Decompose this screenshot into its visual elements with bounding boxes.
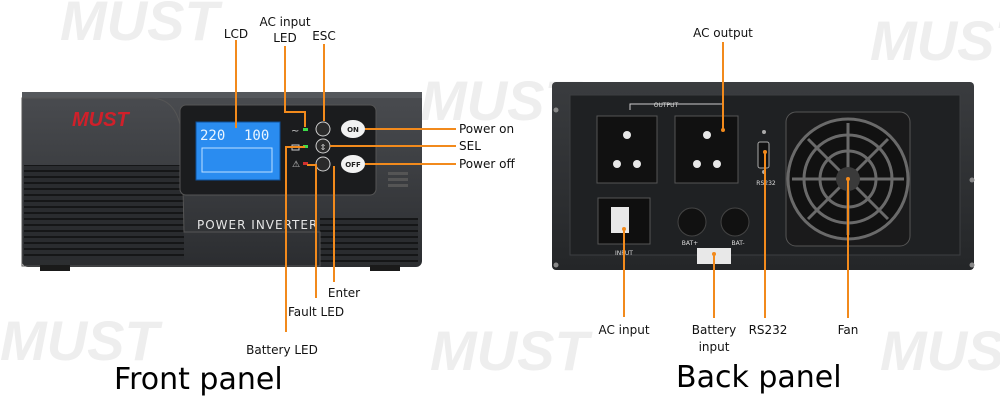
ac-input-socket-inner <box>611 207 629 233</box>
callout-battery-led: Battery LED <box>246 343 318 357</box>
front-callouts: LCD AC input LED ESC Power on SEL Power … <box>224 15 516 357</box>
callout-dot <box>721 128 725 132</box>
battery-led <box>303 145 308 148</box>
callout-dot <box>712 252 716 256</box>
bat-minus-label: BAT- <box>731 240 744 247</box>
screw <box>553 107 559 113</box>
fault-led <box>303 162 308 165</box>
rs232-port <box>757 141 770 169</box>
callout-sel: SEL <box>459 139 481 153</box>
front-foot <box>370 265 400 271</box>
brand-logo: MUST <box>72 109 130 131</box>
lcd-diagram <box>201 147 273 173</box>
front-fascia-line <box>21 97 321 267</box>
outlet-socket-hole <box>703 131 711 139</box>
screw <box>969 262 975 268</box>
outlet-socket-hole <box>623 131 631 139</box>
front-foot <box>40 265 70 271</box>
side-grille-bar <box>388 184 408 187</box>
enter-button[interactable] <box>315 156 331 172</box>
side-grille-bar <box>388 178 408 181</box>
ac-wave-icon: ~ <box>291 126 299 137</box>
callout-ac-input-led-line1: AC input <box>259 15 310 29</box>
screw <box>762 130 766 134</box>
watermark-logo: MUST <box>60 0 223 52</box>
callout-ac-output: AC output <box>693 26 753 40</box>
watermark-group: MUST MUST MUST MUST MUST MUST <box>0 0 1000 382</box>
lcd-value-load: 100 <box>244 128 269 144</box>
side-grille-bar <box>388 172 408 175</box>
callout-dot <box>846 177 850 181</box>
ac-outlet-2 <box>674 115 739 184</box>
front-left-vent <box>24 165 184 260</box>
front-top-edge <box>22 92 422 98</box>
watermark-logo: MUST <box>870 9 1000 72</box>
front-panel-device: MUST 220 100 ~ ⚠ ⇕ ON OFF POWER INVERTER <box>21 92 422 271</box>
power-on-button[interactable] <box>341 120 365 138</box>
callout-line-fault-led <box>307 164 317 298</box>
front-panel-caption: Front panel <box>114 362 283 397</box>
esc-button[interactable] <box>315 121 331 137</box>
callout-ac-input: AC input <box>598 323 649 337</box>
callout-battery-input-line2: input <box>699 340 730 354</box>
warning-icon: ⚠ <box>292 160 300 170</box>
rs232-port-label: RS232 <box>756 180 776 187</box>
screw <box>553 262 559 268</box>
lcd-screen <box>195 121 281 181</box>
callout-fan: Fan <box>838 323 859 337</box>
outlet-socket-hole <box>713 160 721 168</box>
outlet-socket-hole <box>633 160 641 168</box>
callout-power-off: Power off <box>459 157 515 171</box>
ac-input-led <box>303 128 308 131</box>
watermark-logo: MUST <box>430 319 593 382</box>
ac-outlet-1 <box>596 115 658 184</box>
callout-fault-led: Fault LED <box>288 305 344 319</box>
sel-arrows-icon: ⇕ <box>320 143 327 152</box>
callout-ac-input-led-line2: LED <box>273 31 297 45</box>
callout-line-battery-led <box>285 146 305 332</box>
back-panel-caption: Back panel <box>676 360 842 395</box>
callout-power-on: Power on <box>459 122 514 136</box>
power-off-button[interactable] <box>341 155 365 173</box>
outlet-socket-hole <box>613 160 621 168</box>
callout-enter: Enter <box>328 286 360 300</box>
screw <box>969 177 975 183</box>
watermark-logo: MUST <box>880 319 1000 382</box>
power-off-button-label: OFF <box>345 161 361 169</box>
callout-battery-input-line1: Battery <box>692 323 736 337</box>
front-right-vent <box>320 218 418 262</box>
callout-esc: ESC <box>312 29 336 43</box>
back-callouts: AC output AC input Battery input RS232 F… <box>598 26 858 354</box>
power-on-button-label: ON <box>347 126 359 134</box>
battery-terminal-negative <box>720 207 750 237</box>
callout-lcd: LCD <box>224 27 248 41</box>
bat-plus-label: BAT+ <box>682 240 698 247</box>
callout-dot <box>763 150 767 154</box>
callout-line-ac-input-led <box>284 46 306 127</box>
lcd-value-voltage: 220 <box>200 128 225 144</box>
output-label: OUTPUT <box>654 102 679 109</box>
battery-terminal-positive <box>677 207 707 237</box>
callout-rs232: RS232 <box>749 323 788 337</box>
outlet-socket-hole <box>693 160 701 168</box>
power-inverter-label: POWER INVERTER <box>197 218 318 232</box>
back-panel-device: OUTPUT INPUT BAT+ BAT- RS232 <box>552 82 975 270</box>
callout-dot <box>622 227 626 231</box>
watermark-logo: MUST <box>0 309 163 372</box>
